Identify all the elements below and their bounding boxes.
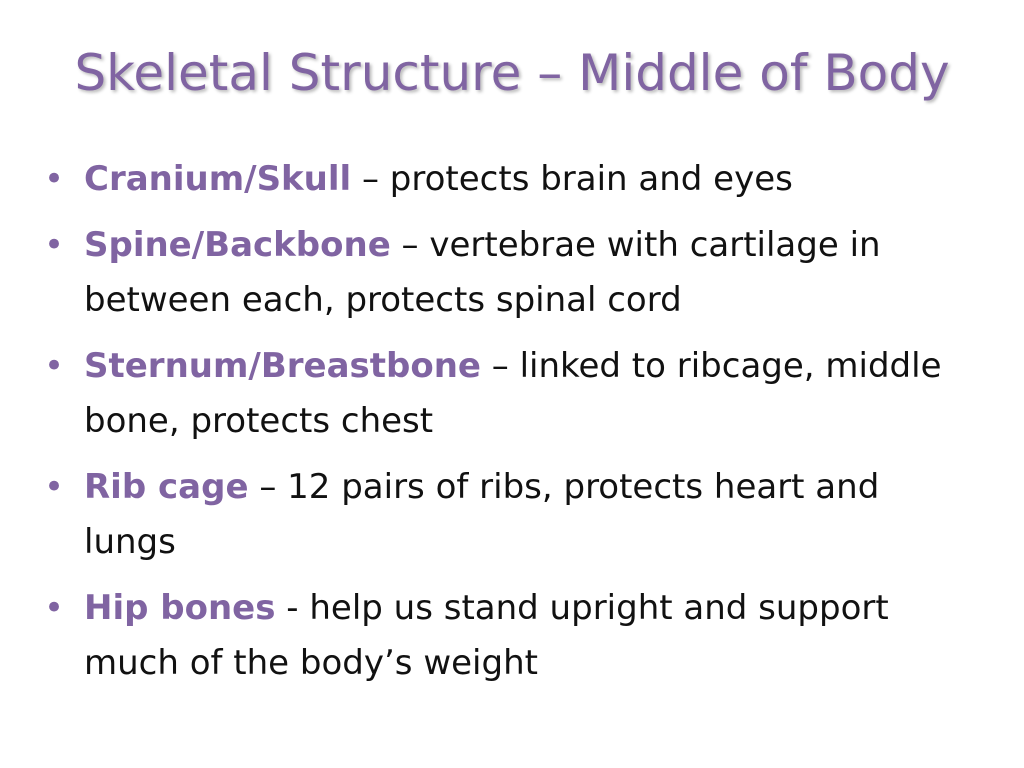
bullet-term: Rib cage xyxy=(84,467,249,507)
bullet-item-spine: • Spine/Backbone – vertebrae with cartil… xyxy=(44,218,964,328)
bullet-description: – 12 pairs of ribs, protects heart and l… xyxy=(84,467,880,562)
bullet-icon: • xyxy=(44,159,65,199)
bullet-icon: • xyxy=(44,346,65,386)
bullet-description: - help us stand upright and support much… xyxy=(84,588,889,683)
bullet-icon: • xyxy=(44,467,65,507)
bullet-item-cranium: • Cranium/Skull – protects brain and eye… xyxy=(44,152,964,207)
bullet-term: Spine/Backbone xyxy=(84,225,391,265)
bullet-term: Hip bones xyxy=(84,588,276,628)
bullet-description: – vertebrae with cartilage in between ea… xyxy=(84,225,881,320)
bullet-item-rib-cage: • Rib cage – 12 pairs of ribs, protects … xyxy=(44,460,964,570)
bullet-term: Cranium/Skull xyxy=(84,159,352,199)
bullet-icon: • xyxy=(44,588,65,628)
bullet-item-sternum: • Sternum/Breastbone – linked to ribcage… xyxy=(44,339,964,449)
bullet-description: – protects brain and eyes xyxy=(351,159,793,199)
slide-title: Skeletal Structure – Middle of Body xyxy=(74,44,950,102)
bullet-description: – linked to ribcage, middle bone, protec… xyxy=(84,346,942,441)
bullet-item-hip-bones: • Hip bones - help us stand upright and … xyxy=(44,581,964,691)
bullet-icon: • xyxy=(44,225,65,265)
bullet-list: • Cranium/Skull – protects brain and eye… xyxy=(44,152,964,702)
bullet-term: Sternum/Breastbone xyxy=(84,346,481,386)
